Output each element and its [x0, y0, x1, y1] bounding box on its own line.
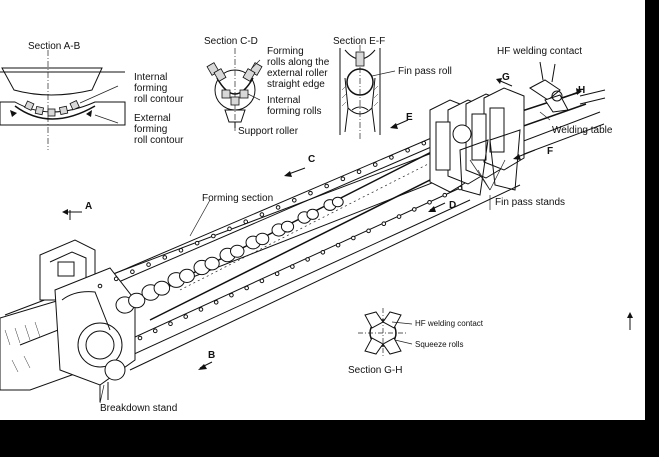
edge-roller — [146, 262, 151, 267]
section-cd-label: Section C-D — [204, 36, 258, 47]
edge-roller — [198, 307, 204, 312]
edge-roller — [213, 299, 219, 305]
section-ef-label: Section E-F — [333, 36, 386, 47]
internal-forming-rolls-label: Internal forming rolls — [267, 95, 322, 117]
hf-welding-contact-top-label: HF welding contact — [497, 46, 583, 57]
edge-roller — [227, 226, 232, 232]
edge-roller — [411, 207, 417, 212]
tube-mill-drawing — [0, 45, 633, 404]
section-ab-label: Section A-B — [28, 41, 81, 52]
edge-roller — [340, 176, 346, 182]
letter-h: H — [578, 85, 586, 96]
section-ef-inset — [339, 45, 396, 140]
welding-table-label: Welding table — [552, 125, 613, 136]
edge-roller — [178, 247, 184, 253]
squeeze-rolls-label: Squeeze rolls — [415, 340, 464, 349]
edge-roller — [290, 264, 295, 269]
section-gh-drawing — [358, 308, 413, 358]
edge-roller — [335, 242, 341, 248]
edge-roller — [396, 214, 402, 219]
edge-roller — [168, 321, 173, 327]
forming-rolls-note-label: Forming rolls along the external roller … — [267, 46, 330, 90]
edge-rollers — [97, 133, 463, 341]
edge-roller — [442, 192, 448, 198]
edge-roller — [389, 155, 394, 160]
breakdown-stand-drawing — [39, 239, 136, 402]
section-cd-inset — [206, 48, 263, 132]
leader-lines — [99, 111, 551, 404]
hf-welding-contact-gh-label: HF welding contact — [415, 319, 484, 328]
fin-pass-roll-label: Fin pass roll — [398, 66, 452, 77]
section-cut-arrows — [62, 78, 633, 370]
edge-roller — [162, 255, 168, 260]
forming-roll — [128, 292, 146, 309]
edge-roller — [137, 335, 143, 341]
edge-roller — [427, 199, 432, 205]
hf-welding-contact-drawing — [529, 61, 606, 113]
edge-roller — [405, 147, 410, 153]
edge-roller — [308, 190, 313, 196]
edge-roller — [324, 183, 329, 189]
edge-roller — [421, 140, 427, 146]
edge-roller — [320, 249, 326, 255]
edge-roller — [259, 212, 265, 217]
edge-roller — [113, 276, 119, 282]
edge-roller — [243, 219, 249, 225]
internal-forming-contour-label: Internal forming roll contour — [134, 72, 184, 105]
forming-rolls — [115, 196, 344, 314]
letter-f: F — [547, 146, 554, 157]
letter-d: D — [449, 200, 457, 211]
letter-a: A — [85, 201, 93, 212]
edge-roller — [381, 221, 387, 227]
forming-roll — [255, 232, 270, 246]
edge-roller — [211, 233, 216, 239]
edge-roller — [366, 228, 371, 234]
forming-roll — [230, 244, 245, 258]
forming-roll — [280, 220, 295, 233]
breakdown-stand-label: Breakdown stand — [100, 403, 178, 414]
edge-roller — [356, 169, 362, 175]
forming-roll — [204, 256, 220, 271]
edge-roller — [244, 285, 249, 291]
edge-roller — [351, 235, 356, 241]
edge-roller — [274, 271, 280, 277]
forming-roll — [306, 208, 319, 220]
edge-roller — [152, 328, 158, 334]
edge-roller — [291, 197, 297, 203]
external-forming-contour-label: External forming roll contour — [134, 113, 184, 146]
forming-roll — [153, 280, 171, 296]
edge-roller — [372, 162, 378, 167]
edge-roller — [259, 278, 265, 284]
fin-pass-stands-drawing — [429, 87, 525, 196]
edge-roller — [305, 257, 310, 262]
edge-roller — [130, 269, 135, 275]
edge-roller — [275, 205, 281, 210]
section-ab-inset — [0, 50, 126, 150]
edge-roller — [194, 240, 200, 246]
letter-g: G — [502, 72, 510, 83]
edge-roller — [183, 314, 189, 319]
letter-c: C — [308, 154, 316, 165]
edge-roller — [97, 283, 103, 289]
letter-b: B — [208, 350, 216, 361]
forming-roll — [179, 268, 195, 283]
fin-pass-stands-label: Fin pass stands — [495, 197, 566, 208]
edge-roller — [229, 292, 234, 298]
forming-section-label: Forming section — [202, 193, 274, 204]
strip-entry — [0, 299, 81, 391]
letter-e: E — [406, 112, 413, 123]
forming-roll — [331, 196, 344, 208]
support-roller-label: Support roller — [238, 126, 299, 137]
section-gh-label: Section G-H — [348, 365, 403, 376]
